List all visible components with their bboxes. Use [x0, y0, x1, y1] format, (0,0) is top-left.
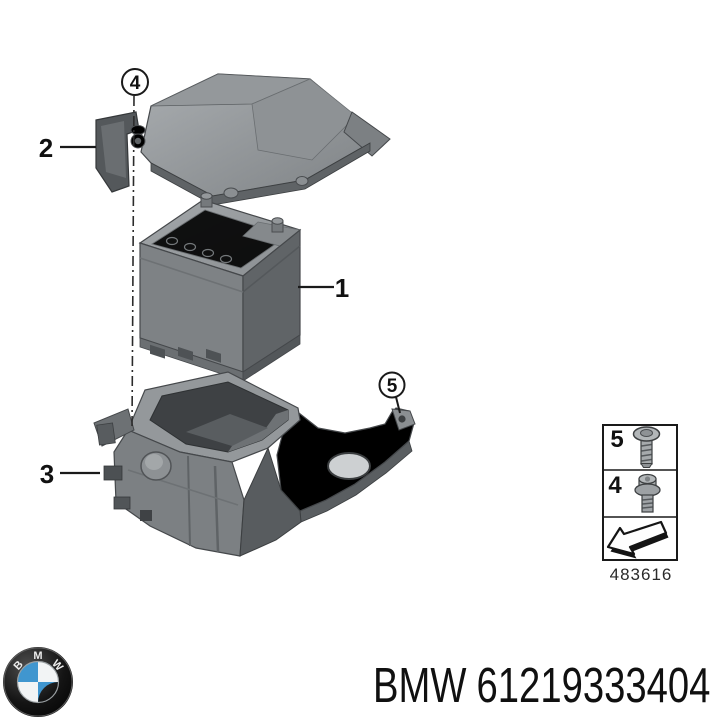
tray-arm: [276, 404, 416, 512]
parts-diagram: 2 1 3 4 5 5: [39, 68, 678, 584]
logo-letter-m: M: [33, 650, 42, 662]
callout-1: 1: [298, 273, 349, 303]
legend-code: 483616: [610, 565, 673, 584]
callout-label: 4: [130, 73, 141, 94]
callout-label: 3: [40, 459, 54, 489]
part-number: 61219333404: [476, 659, 711, 713]
bmw-roundel-icon: B M W: [3, 647, 73, 717]
legend-arrow-cell: [606, 520, 669, 559]
brand-name: BMW: [373, 659, 467, 713]
callout-label: 5: [387, 376, 398, 397]
battery-terminal-icon: [200, 192, 213, 208]
flange-bolt-icon: [634, 473, 661, 513]
battery: [138, 192, 302, 382]
legend-row-5: 5: [610, 426, 661, 468]
tray-arm-hole: [327, 452, 371, 480]
legend-label: 4: [608, 472, 622, 499]
bmw-logo: B M W: [1, 645, 75, 719]
callout-label: 1: [335, 273, 349, 303]
callout-circle-5: 5: [378, 371, 406, 414]
torx-pan-screw-icon: [632, 426, 661, 468]
legend-label: 5: [610, 426, 623, 453]
battery-terminal-icon: [271, 217, 284, 233]
callout-2: 2: [39, 133, 96, 163]
legend-box: 5 4: [602, 424, 678, 584]
battery-tray: [93, 371, 416, 557]
callout-label: 2: [39, 133, 53, 163]
callout-circle-4: 4: [121, 68, 149, 96]
mounting-axis-line: [131, 95, 135, 431]
direction-arrow-icon: [606, 520, 669, 559]
battery-cover: [95, 73, 391, 206]
callout-3: 3: [40, 459, 100, 489]
legend-row-4: 4: [608, 472, 661, 513]
